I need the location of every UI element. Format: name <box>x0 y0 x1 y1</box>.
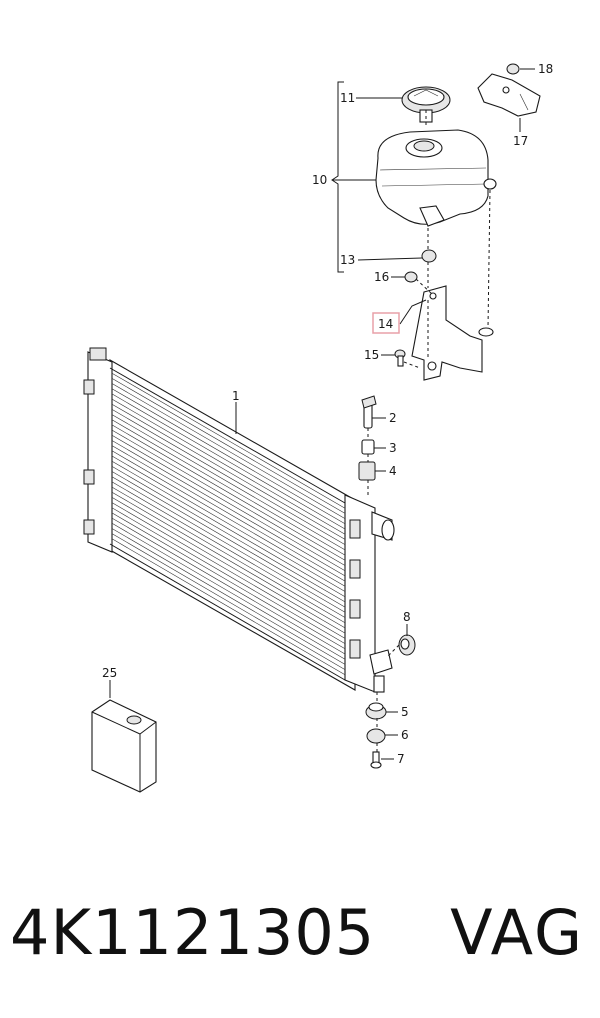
radiator-fin <box>111 372 346 509</box>
radiator-fin <box>111 393 346 530</box>
radiator-fin <box>111 460 346 597</box>
radiator-fin <box>111 424 346 561</box>
callout-5: 5 <box>401 705 409 719</box>
radiator-fin <box>111 378 346 514</box>
bracket <box>411 285 483 381</box>
callout-6: 6 <box>401 728 409 742</box>
radiator-fin <box>111 486 346 623</box>
radiator <box>83 347 395 693</box>
radiator-fin <box>111 455 346 592</box>
radiator-fin <box>111 435 346 571</box>
radiator-fin <box>111 507 346 644</box>
grommet <box>398 634 416 656</box>
leader-lines <box>109 68 535 760</box>
callout-3: 3 <box>389 441 397 455</box>
radiator-fin <box>111 502 346 639</box>
radiator-fin <box>111 409 346 545</box>
radiator-fin <box>111 512 346 650</box>
radiator-fin <box>111 517 346 655</box>
part-number: 4K1121305 <box>10 896 376 969</box>
radiator-fin <box>111 429 346 566</box>
rubber-sleeve <box>361 439 375 455</box>
callout-11: 11 <box>340 91 355 105</box>
tank-cap <box>401 86 451 123</box>
radiator-fin <box>111 476 346 613</box>
callout-13: 13 <box>340 253 355 267</box>
callout-1: 1 <box>232 389 240 403</box>
radiator-fin <box>111 388 346 525</box>
radiator-fin <box>111 383 346 519</box>
radiator-fin <box>111 440 346 577</box>
nut-18 <box>506 63 520 75</box>
radiator-fin <box>111 403 346 540</box>
lower-bushing <box>366 728 386 744</box>
callout-10: 10 <box>312 173 327 187</box>
rubber-mount <box>358 461 376 481</box>
callout-25: 25 <box>102 666 117 680</box>
callout-2: 2 <box>389 411 397 425</box>
radiator-fin <box>111 414 346 551</box>
radiator-fin <box>111 466 346 603</box>
radiator-fin <box>111 419 346 556</box>
expansion-tank <box>375 129 497 227</box>
radiator-fin <box>111 523 346 660</box>
radiator-fin <box>111 491 346 629</box>
lower-mount <box>365 702 387 720</box>
radiator-fin <box>111 497 346 634</box>
radiator-fin <box>111 398 346 535</box>
radiator-fin <box>111 533 346 670</box>
radiator-fin <box>111 471 346 608</box>
radiator-fin <box>111 450 346 587</box>
callout-15: 15 <box>364 348 379 362</box>
coolant-container <box>91 699 157 793</box>
parts-diagram: 1 2 3 4 5 6 7 8 10 11 13 14 15 16 17 18 … <box>83 62 553 793</box>
callout-4: 4 <box>389 464 397 478</box>
tank-fitting <box>421 249 437 263</box>
radiator-fin <box>111 481 346 618</box>
bolt-15 <box>394 349 406 367</box>
callout-17: 17 <box>513 134 528 148</box>
callout-7: 7 <box>397 752 405 766</box>
callout-14: 14 <box>378 317 393 331</box>
radiator-fin <box>111 445 346 582</box>
callout-18: 18 <box>538 62 553 76</box>
upper-bracket <box>477 73 541 117</box>
highlight-box <box>372 312 400 334</box>
radiator-fin <box>111 538 346 676</box>
callout-8: 8 <box>403 610 411 624</box>
callout-16: 16 <box>374 270 389 284</box>
radiator-fin <box>111 528 346 665</box>
brand-name: VAG <box>450 896 584 969</box>
caption: 4K1121305 VAG <box>0 880 600 990</box>
lower-bolt <box>370 751 382 769</box>
nut-16 <box>404 271 418 283</box>
mount-pin <box>361 395 377 429</box>
